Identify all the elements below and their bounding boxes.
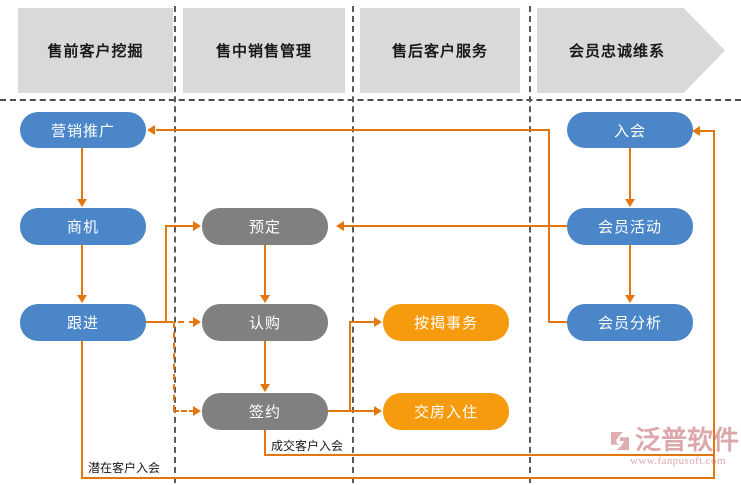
brand-mark-icon	[611, 432, 629, 450]
node-label: 认购	[248, 315, 281, 332]
phase-banner-insale: 售中销售管理	[183, 8, 345, 93]
swimlane-divider-2	[352, 6, 354, 483]
arrowhead-right	[193, 317, 201, 327]
node-label: 跟进	[66, 315, 99, 332]
node-booking[interactable]: 预定	[202, 208, 328, 245]
connector-memberanalysis-riser	[548, 129, 550, 323]
arrow-shape	[537, 8, 725, 93]
arrowhead-left	[336, 221, 344, 231]
edge-label-text: 潜在客户入会	[88, 461, 161, 475]
connector-followup-to-contract	[173, 410, 195, 412]
connector-followup-down	[81, 340, 83, 478]
node-label: 预定	[248, 219, 281, 236]
swimlane-divider-1	[174, 6, 176, 483]
connector-booking-to-subscription	[264, 245, 266, 297]
watermark-url: www.fanpusoft.com	[630, 455, 726, 467]
connector-right-into-join	[700, 130, 715, 132]
connector-right-riser	[713, 130, 715, 479]
node-contract[interactable]: 签约	[202, 393, 328, 430]
connector-followup-stub	[145, 321, 167, 323]
node-label: 按揭事务	[413, 315, 478, 332]
connector-memberanalysis-stub	[548, 321, 570, 323]
phase-banner-membership: 会员忠诚维系	[537, 8, 725, 93]
connector-followup-to-subscription	[167, 321, 195, 323]
connector-memberactivity-to-booking	[344, 225, 567, 227]
connector-contract-riser	[349, 321, 351, 412]
connector-followup-riser	[165, 225, 167, 323]
arrowhead-down	[77, 199, 87, 207]
connector-memberactivity-to-memberanalysis	[629, 245, 631, 297]
phase-banner-label: 售中销售管理	[215, 43, 312, 60]
arrowhead-left	[147, 125, 155, 135]
arrowhead-right	[374, 406, 382, 416]
phase-banner-aftersale: 售后客户服务	[360, 8, 520, 93]
node-handover[interactable]: 交房入住	[383, 393, 509, 430]
edge-label-potential-member: 潜在客户入会	[86, 459, 163, 476]
connector-contract-down	[264, 429, 266, 456]
connector-opportunity-to-followup	[81, 245, 83, 297]
connector-marketing-to-opportunity	[81, 147, 83, 201]
node-label: 签约	[248, 404, 281, 421]
arrowhead-down	[260, 295, 270, 303]
watermark-brand: 泛普软件	[635, 426, 740, 456]
connector-subscription-to-contract	[264, 341, 266, 391]
node-label: 营销推广	[50, 122, 115, 140]
connector-potential-member-path	[81, 477, 714, 479]
arrowhead-right	[193, 406, 201, 416]
node-memberactivity[interactable]: 会员活动	[567, 208, 693, 245]
swimlane-divider-3	[529, 6, 531, 483]
connector-contract-to-mortgage	[349, 321, 377, 323]
arrowhead-down	[625, 199, 635, 207]
node-subscription[interactable]: 认购	[202, 304, 328, 341]
connector-dashed-riser	[173, 322, 175, 411]
connector-closed-member-path	[264, 454, 714, 456]
edge-label-text: 成交客户入会	[271, 439, 344, 453]
node-label: 会员活动	[597, 219, 662, 236]
node-mortgage[interactable]: 按揭事务	[383, 304, 509, 341]
connector-join-to-memberactivity	[629, 148, 631, 201]
arrowhead-right	[374, 317, 382, 327]
arrowhead-left	[692, 126, 700, 136]
connector-memberanalysis-to-marketing	[156, 129, 550, 131]
node-join[interactable]: 入会	[567, 112, 693, 148]
node-followup[interactable]: 跟进	[20, 304, 146, 341]
node-label: 会员分析	[597, 315, 662, 332]
node-label: 商机	[66, 219, 99, 236]
phase-banner-label: 售前客户挖掘	[47, 43, 144, 60]
connector-contract-to-handover	[327, 410, 377, 412]
node-opportunity[interactable]: 商机	[20, 208, 146, 245]
connector-followup-to-booking	[165, 225, 195, 227]
node-label: 交房入住	[413, 404, 478, 421]
phase-banner-presale: 售前客户挖掘	[18, 8, 173, 93]
arrowhead-down	[77, 295, 87, 303]
header-divider	[0, 99, 741, 101]
node-memberanalysis[interactable]: 会员分析	[567, 304, 693, 341]
arrowhead-down	[260, 384, 270, 392]
node-label: 入会	[613, 122, 646, 140]
phase-banner-label: 售后客户服务	[391, 43, 488, 60]
phase-banner-label: 会员忠诚维系	[568, 43, 665, 60]
node-marketing[interactable]: 营销推广	[20, 112, 146, 148]
arrowhead-down	[625, 295, 635, 303]
arrowhead-right	[193, 221, 201, 231]
edge-label-closed-member: 成交客户入会	[269, 437, 346, 454]
